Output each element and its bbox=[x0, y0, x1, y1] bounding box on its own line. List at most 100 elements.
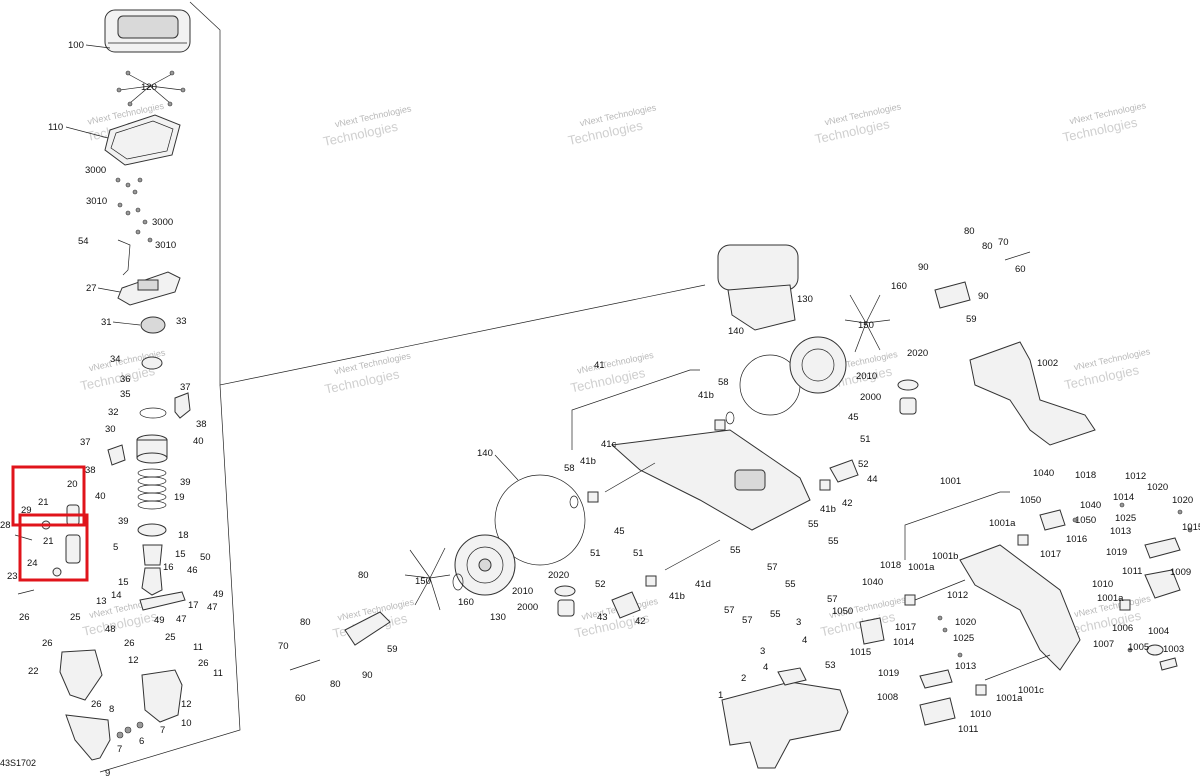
label-58-a[interactable]: 58 bbox=[718, 377, 729, 388]
label-1040-c[interactable]: 1040 bbox=[862, 577, 883, 588]
label-16[interactable]: 16 bbox=[163, 562, 174, 573]
label-39-b[interactable]: 39 bbox=[118, 516, 129, 527]
label-2000-a[interactable]: 2000 bbox=[517, 602, 538, 613]
label-1008[interactable]: 1008 bbox=[877, 692, 898, 703]
label-52-b[interactable]: 52 bbox=[858, 459, 869, 470]
label-1013-b[interactable]: 1013 bbox=[955, 661, 976, 672]
label-47-a[interactable]: 47 bbox=[207, 602, 218, 613]
label-53[interactable]: 53 bbox=[825, 660, 836, 671]
label-23[interactable]: 23 bbox=[7, 571, 18, 582]
label-7-b[interactable]: 7 bbox=[117, 744, 122, 755]
label-47-b[interactable]: 47 bbox=[176, 614, 187, 625]
label-90-c[interactable]: 90 bbox=[978, 291, 989, 302]
label-25-b[interactable]: 25 bbox=[165, 632, 176, 643]
label-10[interactable]: 10 bbox=[181, 718, 192, 729]
label-1050-c[interactable]: 1050 bbox=[832, 606, 853, 617]
label-33[interactable]: 33 bbox=[176, 316, 187, 327]
label-1014-b[interactable]: 1014 bbox=[893, 637, 914, 648]
label-55-b[interactable]: 55 bbox=[785, 579, 796, 590]
label-150-a[interactable]: 150 bbox=[415, 576, 431, 587]
label-19[interactable]: 19 bbox=[174, 492, 185, 503]
label-1001[interactable]: 1001 bbox=[940, 476, 961, 487]
label-12-a[interactable]: 12 bbox=[128, 655, 139, 666]
label-1001a-a[interactable]: 1001a bbox=[989, 518, 1016, 529]
label-42-b[interactable]: 42 bbox=[842, 498, 853, 509]
label-38-b[interactable]: 38 bbox=[85, 465, 96, 476]
label-160-a[interactable]: 160 bbox=[458, 597, 474, 608]
label-110[interactable]: 110 bbox=[48, 122, 63, 133]
label-1003[interactable]: 1003 bbox=[1163, 644, 1184, 655]
label-1040-b[interactable]: 1040 bbox=[1080, 500, 1101, 511]
label-59-b[interactable]: 59 bbox=[966, 314, 977, 325]
label-3010-b[interactable]: 3010 bbox=[155, 240, 176, 251]
label-22[interactable]: 22 bbox=[28, 666, 39, 677]
label-1020-b[interactable]: 1020 bbox=[1172, 495, 1193, 506]
label-18[interactable]: 18 bbox=[178, 530, 189, 541]
label-42-a[interactable]: 42 bbox=[635, 616, 646, 627]
label-51-b[interactable]: 51 bbox=[633, 548, 644, 559]
label-49-b[interactable]: 49 bbox=[154, 615, 165, 626]
label-1017-a[interactable]: 1017 bbox=[1040, 549, 1061, 560]
label-11-a[interactable]: 11 bbox=[193, 642, 203, 653]
label-3000-b[interactable]: 3000 bbox=[152, 217, 173, 228]
label-41d[interactable]: 41d bbox=[695, 579, 711, 590]
label-45-b[interactable]: 45 bbox=[848, 412, 859, 423]
label-1025-a[interactable]: 1025 bbox=[1115, 513, 1136, 524]
label-1050-b[interactable]: 1050 bbox=[1075, 515, 1096, 526]
label-27[interactable]: 27 bbox=[86, 283, 97, 294]
label-120[interactable]: 120 bbox=[141, 82, 157, 93]
label-21-a[interactable]: 21 bbox=[38, 497, 49, 508]
label-1010-a[interactable]: 1010 bbox=[1092, 579, 1113, 590]
label-1019-a[interactable]: 1019 bbox=[1106, 547, 1127, 558]
label-1001b[interactable]: 1001b bbox=[932, 551, 958, 562]
label-140-b[interactable]: 140 bbox=[728, 326, 744, 337]
label-54[interactable]: 54 bbox=[78, 236, 89, 247]
label-52-a[interactable]: 52 bbox=[595, 579, 606, 590]
label-40-a[interactable]: 40 bbox=[193, 436, 204, 447]
label-1011-a[interactable]: 1011 bbox=[1122, 566, 1142, 577]
label-41b-c[interactable]: 41b bbox=[669, 591, 685, 602]
label-3010-a[interactable]: 3010 bbox=[86, 196, 107, 207]
label-50[interactable]: 50 bbox=[200, 552, 211, 563]
label-35[interactable]: 35 bbox=[120, 389, 131, 400]
highlight-box-upper[interactable] bbox=[11, 465, 86, 527]
label-41b-a[interactable]: 41b bbox=[698, 390, 714, 401]
label-1013-a[interactable]: 1013 bbox=[1110, 526, 1131, 537]
label-51-a[interactable]: 51 bbox=[590, 548, 601, 559]
label-21-b[interactable]: 21 bbox=[43, 536, 54, 547]
label-2020-a[interactable]: 2020 bbox=[548, 570, 569, 581]
label-46[interactable]: 46 bbox=[187, 565, 198, 576]
label-41-a[interactable]: 41 bbox=[594, 360, 605, 371]
label-1001a-b[interactable]: 1001a bbox=[1097, 593, 1124, 604]
label-43[interactable]: 43 bbox=[597, 612, 608, 623]
label-80-d[interactable]: 80 bbox=[964, 226, 975, 237]
label-80-a[interactable]: 80 bbox=[358, 570, 369, 581]
label-100[interactable]: 100 bbox=[68, 40, 84, 51]
label-80-b[interactable]: 80 bbox=[300, 617, 311, 628]
label-1001c[interactable]: 1001c bbox=[1018, 685, 1044, 696]
label-90-b[interactable]: 90 bbox=[918, 262, 929, 273]
label-41b-d[interactable]: 41b bbox=[820, 504, 836, 515]
label-37-b[interactable]: 37 bbox=[80, 437, 91, 448]
label-55-e[interactable]: 55 bbox=[770, 609, 781, 620]
label-1018-a[interactable]: 1018 bbox=[1075, 470, 1096, 481]
label-1001a-d[interactable]: 1001a bbox=[996, 693, 1023, 704]
label-15-a[interactable]: 15 bbox=[175, 549, 186, 560]
label-130-a[interactable]: 130 bbox=[490, 612, 506, 623]
label-4-a[interactable]: 4 bbox=[802, 635, 807, 646]
label-57-c[interactable]: 57 bbox=[827, 594, 838, 605]
label-40-b[interactable]: 40 bbox=[95, 491, 106, 502]
label-58-b[interactable]: 58 bbox=[564, 463, 575, 474]
label-160-b[interactable]: 160 bbox=[891, 281, 907, 292]
label-4-b[interactable]: 4 bbox=[763, 662, 768, 673]
label-5[interactable]: 5 bbox=[113, 542, 118, 553]
label-13[interactable]: 13 bbox=[96, 596, 107, 607]
label-55-c[interactable]: 55 bbox=[808, 519, 819, 530]
label-14[interactable]: 14 bbox=[111, 590, 122, 601]
label-39-a[interactable]: 39 bbox=[180, 477, 191, 488]
label-1006[interactable]: 1006 bbox=[1112, 623, 1133, 634]
label-26-a[interactable]: 26 bbox=[19, 612, 30, 623]
label-1012-a[interactable]: 1012 bbox=[1125, 471, 1146, 482]
label-1019-b[interactable]: 1019 bbox=[878, 668, 899, 679]
label-2010-b[interactable]: 2010 bbox=[856, 371, 877, 382]
